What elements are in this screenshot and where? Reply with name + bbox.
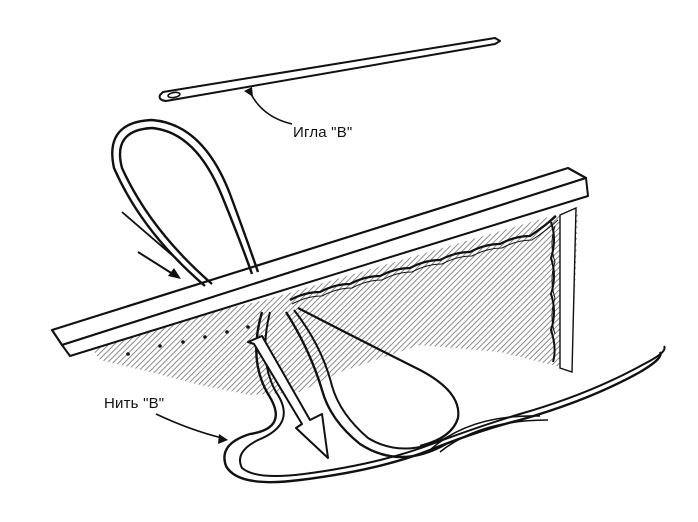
thread-pointer-arrow — [156, 414, 228, 444]
thread-loop-upper — [112, 120, 258, 286]
needle-pointer-arrow — [244, 87, 292, 124]
needle-icon — [160, 38, 500, 101]
thread-label: Нить "B" — [104, 395, 164, 412]
needle-label: Игла "B" — [293, 124, 352, 141]
